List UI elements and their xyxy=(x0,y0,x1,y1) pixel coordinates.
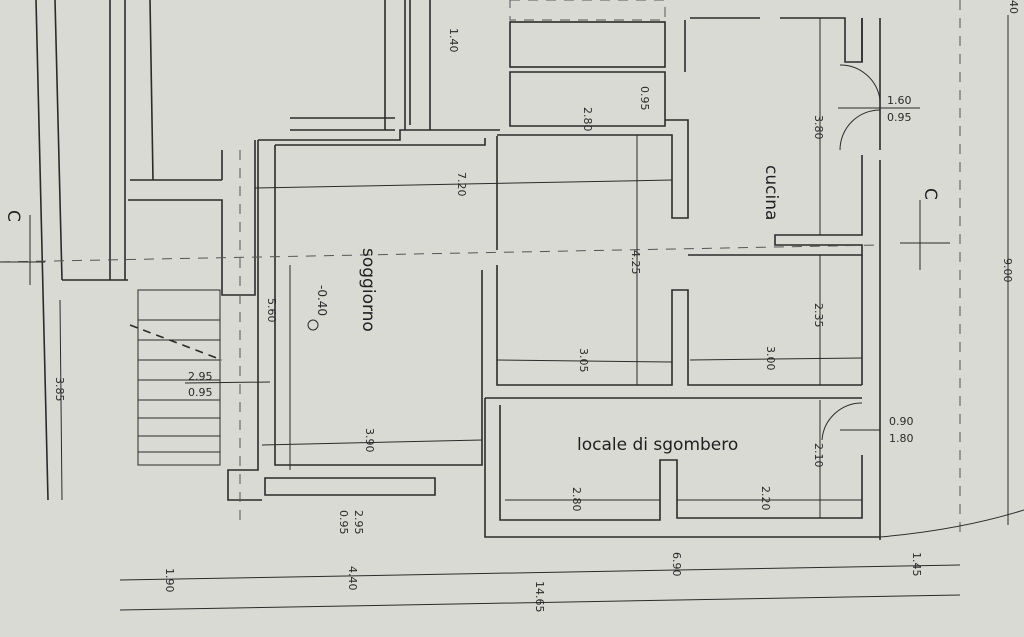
dim-label: 3.00 xyxy=(764,346,777,371)
axis-lines xyxy=(0,0,961,540)
room-label-soggiorno: soggiorno xyxy=(358,248,378,332)
dim-label: 5.60 xyxy=(265,298,278,323)
room-label-locale-di-sgombero: locale di sgombero xyxy=(577,435,738,455)
kitchen-walls xyxy=(688,18,920,540)
dim-label: 6.90 xyxy=(670,552,683,577)
storage-room-walls xyxy=(484,397,880,538)
room-label-cucina: cucina xyxy=(761,165,781,220)
opening-label: 0.95 xyxy=(337,510,350,535)
dim-label: 9.00 xyxy=(1001,258,1014,283)
dim-label: 14.65 xyxy=(533,581,546,613)
dim-label: 2.80 xyxy=(581,107,594,132)
opening-label: 2.95 xyxy=(352,510,365,535)
dim-label: 3.05 xyxy=(577,348,590,373)
dim-label: 1.40 xyxy=(447,28,460,53)
dim-label: 2.80 xyxy=(570,487,583,512)
living-room-walls xyxy=(227,0,500,501)
opening-label: 1.60 xyxy=(887,94,912,107)
opening-label: 1.80 xyxy=(889,432,914,445)
left-walls xyxy=(35,0,256,501)
dim-label: 3.90 xyxy=(363,428,376,453)
dim-label: 0.95 xyxy=(638,86,651,111)
opening-label: 2.95 xyxy=(188,370,213,383)
dim-label: 3.85 xyxy=(53,377,66,402)
level-marker-icon xyxy=(307,319,319,331)
opening-label: 0.90 xyxy=(889,415,914,428)
section-mark-left: C xyxy=(3,210,23,222)
dim-label: 40 xyxy=(1007,0,1020,14)
dimension-lines xyxy=(59,15,1024,611)
dim-label: 4.40 xyxy=(346,566,359,591)
dim-label: 7.20 xyxy=(455,172,468,197)
dim-label: 4.25 xyxy=(629,250,642,275)
staircase xyxy=(129,289,223,466)
dim-label: 2.10 xyxy=(812,443,825,468)
dim-label: 2.35 xyxy=(812,303,825,328)
opening-label: 0.95 xyxy=(188,386,213,399)
top-rooms xyxy=(496,0,863,386)
section-mark-right: C xyxy=(920,188,940,200)
dim-label: 1.45 xyxy=(910,552,923,577)
dim-label: 3.80 xyxy=(812,115,825,140)
dim-label: 1.90 xyxy=(163,568,176,593)
level-mark: -0.40 xyxy=(315,285,329,316)
opening-label: 0.95 xyxy=(887,111,912,124)
dim-label: 2.20 xyxy=(759,486,772,511)
